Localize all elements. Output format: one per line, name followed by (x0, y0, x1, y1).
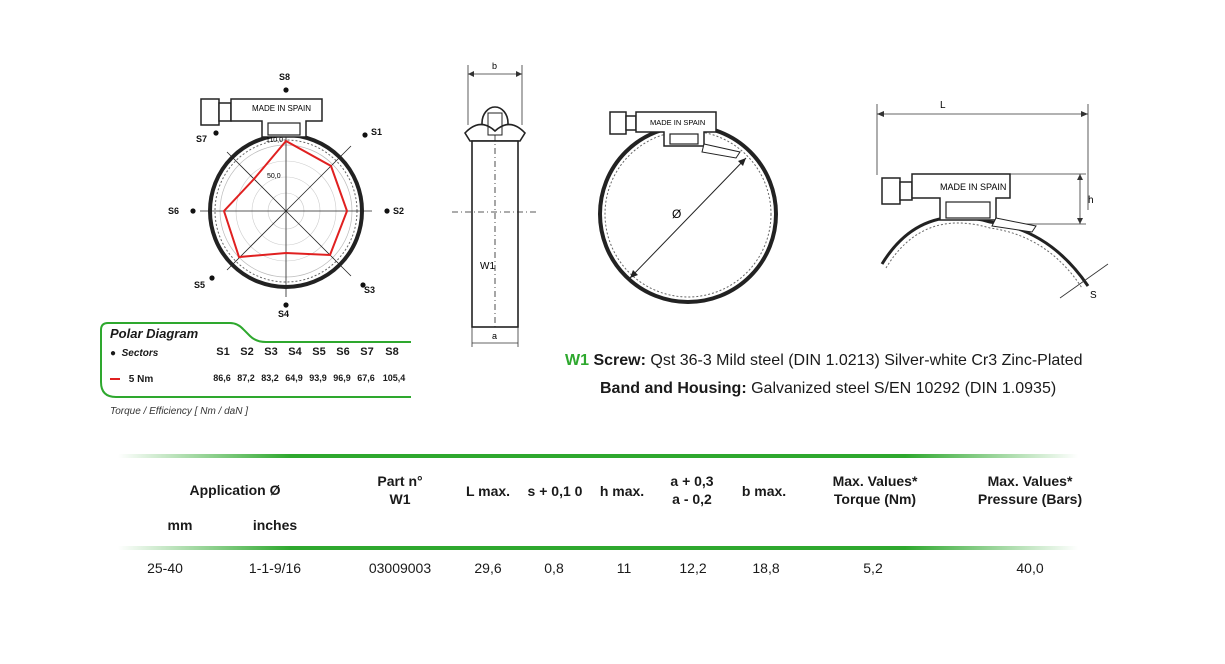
legend-series-label: 5 Nm (128, 374, 154, 385)
legend-value: 87,2 (237, 373, 255, 383)
header-torque-line2: Torque (Nm) (833, 491, 917, 507)
detail-clamp-housing (881, 173, 1037, 233)
spec-screw: W1 Screw: Qst 36-3 Mild steel (DIN 1.021… (565, 352, 1083, 370)
legend-header: S4 (288, 346, 302, 358)
polar-scale-50: 50,0 (267, 173, 281, 180)
polar-sector-label: S1 (371, 127, 382, 137)
header-b-max: b max. (741, 483, 787, 499)
side-view-drawing: b W1 a (452, 61, 536, 347)
polar-sector-label: S4 (278, 309, 289, 319)
header-h-max: h max. (599, 483, 645, 499)
dim-a: a (492, 331, 497, 341)
header-inches: inches (252, 517, 298, 533)
cell-s: 0,8 (544, 560, 564, 576)
front-clamp-housing (609, 111, 741, 159)
red-line-icon (110, 378, 120, 381)
header-a-line2: a - 0,2 (672, 491, 712, 507)
table-top-rule (118, 454, 1078, 458)
polar-series-5nm (222, 139, 349, 259)
legend-series-row: 5 Nm (110, 374, 153, 385)
spec-band-label: Band and Housing: (600, 380, 747, 397)
detail-clamp-label: MADE IN SPAIN (940, 182, 1006, 192)
table-mid-rule (118, 546, 1078, 550)
cell-h-max: 11 (616, 560, 632, 576)
dim-S: S (1090, 290, 1097, 301)
dim-L: L (940, 100, 946, 111)
polar-legend-frame (100, 322, 411, 398)
dim-w1: W1 (480, 261, 495, 272)
header-part-line1: Part n° (377, 473, 423, 489)
legend-sectors-label: Sectors (121, 348, 159, 359)
dim-b: b (492, 61, 497, 71)
spec-band-text: Galvanized steel S/EN 10292 (DIN 1.0935) (751, 380, 1057, 397)
legend-header: S1 (216, 346, 230, 358)
header-pressure-line2: Pressure (Bars) (977, 491, 1083, 507)
legend-sectors-row: ● Sectors (110, 348, 158, 359)
polar-sector-label: S3 (364, 285, 375, 295)
cell-mm: 25-40 (147, 560, 183, 576)
legend-value: 67,6 (357, 373, 375, 383)
spec-screw-text: Qst 36-3 Mild steel (DIN 1.0213) Silver-… (650, 352, 1083, 369)
legend-caption: Torque / Efficiency [ Nm / daN ] (110, 406, 249, 417)
header-pressure-line1: Max. Values* (987, 473, 1073, 489)
header-torque-line1: Max. Values* (832, 473, 918, 489)
header-a-line1: a + 0,3 (670, 473, 714, 489)
legend-header: S8 (385, 346, 399, 358)
legend-header: S5 (312, 346, 326, 358)
polar-sector-label: S6 (168, 206, 179, 216)
polar-sector-label: S8 (279, 72, 290, 82)
spec-band: Band and Housing: Galvanized steel S/EN … (600, 380, 1056, 398)
polar-sector-label: S7 (196, 134, 207, 144)
legend-value: 64,9 (285, 373, 303, 383)
legend-value: 93,9 (309, 373, 327, 383)
dim-diameter: Ø (672, 207, 681, 221)
front-clamp-label: MADE IN SPAIN (650, 118, 705, 127)
legend-value: 96,9 (333, 373, 351, 383)
header-part-line2: W1 (389, 491, 411, 507)
legend-value: 83,2 (261, 373, 279, 383)
spec-screw-label: Screw: (593, 352, 646, 369)
polar-spokes (200, 137, 372, 297)
legend-header: S6 (336, 346, 350, 358)
cell-a: 12,2 (679, 560, 707, 576)
polar-legend-title: Polar Diagram (110, 326, 199, 341)
cell-l-max: 29,6 (474, 560, 502, 576)
cell-torque: 5,2 (863, 560, 883, 576)
polar-diagram: MADE IN SPAIN 110,0 50,0 S8 S1 S2 S3 S4 … (168, 72, 404, 319)
header-mm: mm (167, 517, 193, 533)
legend-value: 86,6 (213, 373, 231, 383)
header-a: a + 0,3 a - 0,2 (660, 472, 724, 508)
legend-value: 105,4 (382, 373, 406, 383)
header-part: Part n° W1 (360, 472, 440, 508)
header-l-max: L max. (465, 483, 511, 499)
bullet-icon: ● (110, 348, 117, 359)
header-application: Application Ø (189, 482, 281, 498)
spec-w1-tag: W1 (565, 352, 589, 369)
legend-header: S2 (240, 346, 254, 358)
legend-header: S7 (360, 346, 374, 358)
polar-sector-label: S5 (194, 280, 205, 290)
cell-b-max: 18,8 (752, 560, 780, 576)
polar-sector-dots (190, 87, 390, 308)
polar-sector-label: S2 (393, 206, 404, 216)
polar-clamp-housing (200, 98, 323, 138)
detail-view-drawing: L h MADE IN SPAIN S (876, 100, 1109, 301)
dim-h: h (1088, 195, 1094, 206)
header-torque: Max. Values* Torque (Nm) (810, 472, 940, 508)
cell-part: 03009003 (368, 560, 432, 576)
header-pressure: Max. Values* Pressure (Bars) (960, 472, 1100, 508)
cell-pressure: 40,0 (1016, 560, 1044, 576)
polar-clamp-label: MADE IN SPAIN (252, 104, 311, 113)
header-s: s + 0,1 0 (527, 483, 583, 499)
cell-inches: 1-1-9/16 (248, 560, 302, 576)
legend-header: S3 (264, 346, 278, 358)
front-view-drawing: Ø MADE IN SPAIN (598, 111, 778, 304)
polar-scale-110: 110,0 (266, 137, 283, 144)
